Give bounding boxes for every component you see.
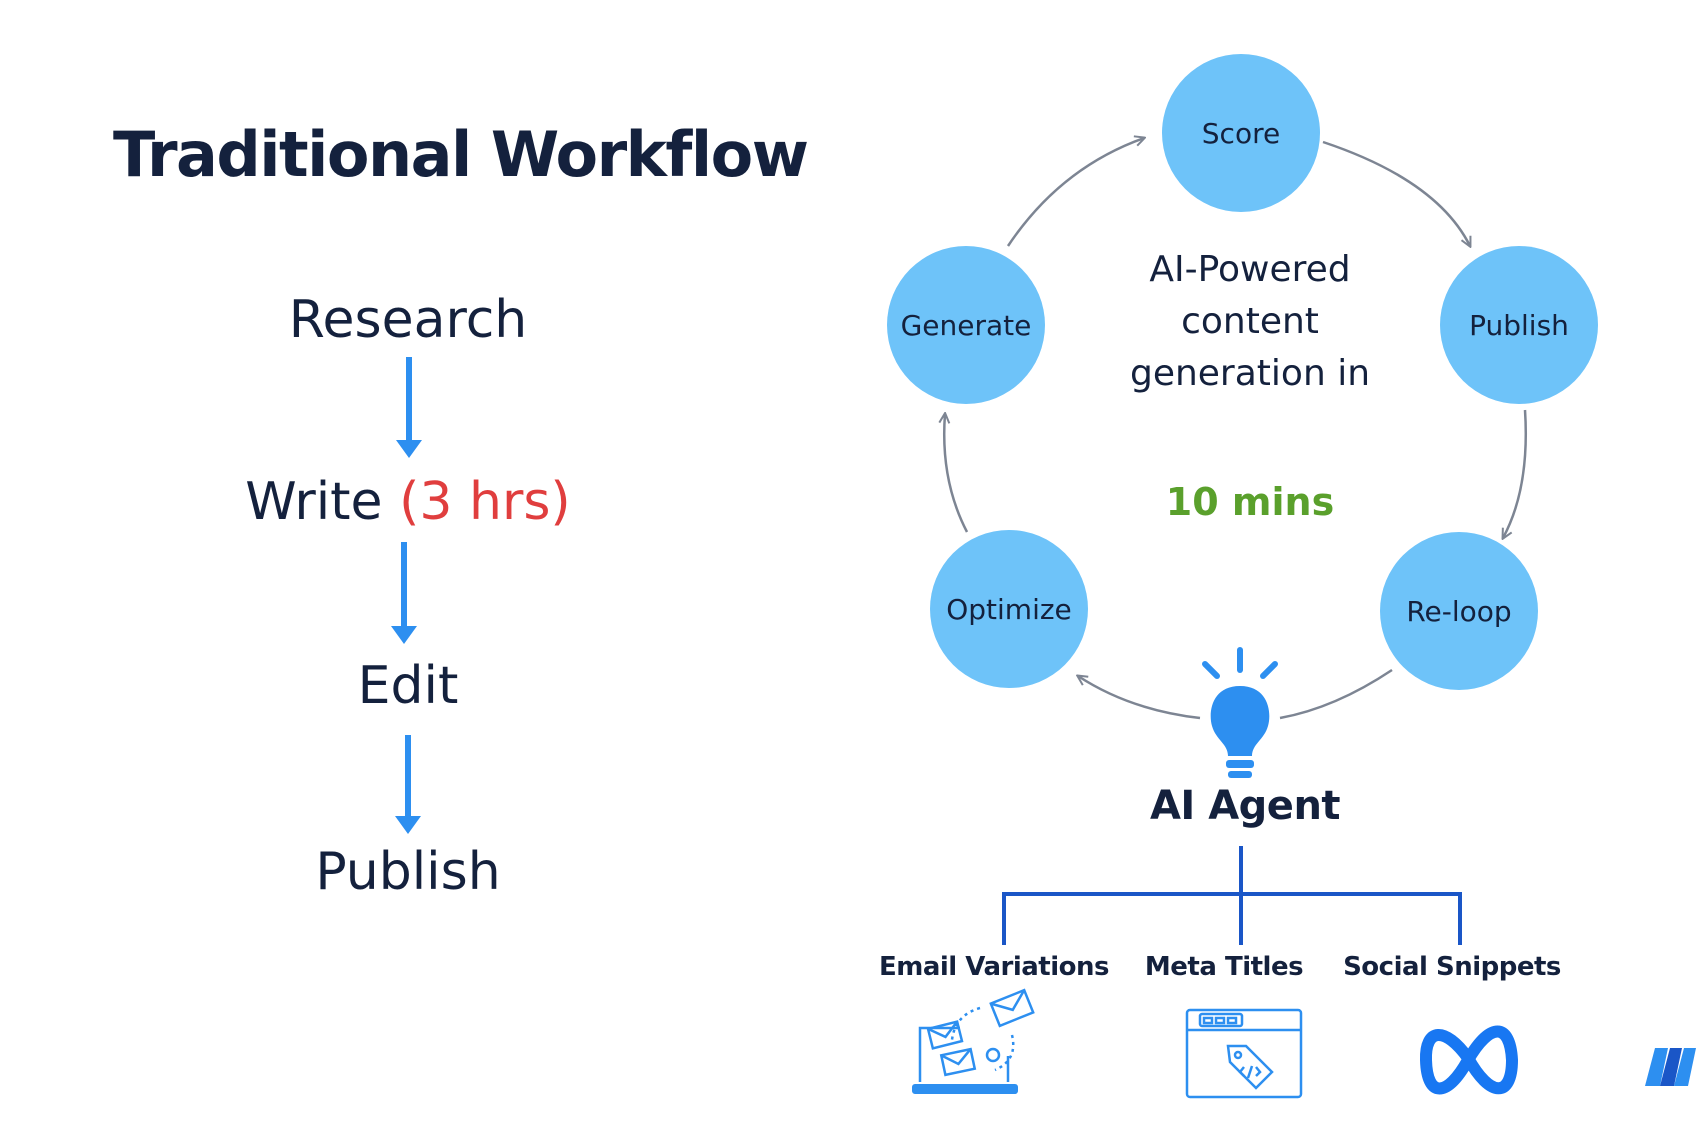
node-label: Optimize	[946, 592, 1072, 626]
cycle-node-generate: Generate	[887, 246, 1045, 404]
step-label: Publish	[315, 842, 501, 902]
cycle-arrow	[1322, 140, 1470, 246]
lightbulb-icon	[1202, 647, 1278, 778]
arrow-down-icon	[391, 542, 417, 644]
cycle-arrow	[1503, 409, 1528, 538]
email-laptop-icon	[912, 988, 1035, 1094]
node-label: Publish	[1469, 308, 1569, 342]
cycle-arrow	[1078, 676, 1201, 720]
cycle-arrow	[1006, 138, 1144, 247]
meta-logo-icon	[1419, 1025, 1518, 1095]
step-write: Write (3 hrs)	[198, 476, 618, 528]
cycle-arrow	[944, 414, 969, 533]
step-time: (3 hrs)	[399, 472, 571, 532]
node-label: Generate	[900, 308, 1032, 342]
step-label: Write	[245, 472, 383, 532]
cycle-center-highlight: 10 mins	[1165, 480, 1335, 524]
browser-tag-icon	[1185, 1008, 1303, 1099]
cycle-node-score: Score	[1162, 54, 1320, 212]
step-research: Research	[198, 294, 618, 346]
node-label: Score	[1201, 116, 1281, 150]
page-title: Traditional Workflow	[113, 118, 809, 191]
arrow-down-icon	[395, 735, 421, 834]
arrow-down-icon	[396, 357, 422, 458]
output-meta-titles: Meta Titles	[1144, 952, 1304, 982]
step-publish: Publish	[198, 846, 618, 898]
agent-tree	[1002, 846, 1462, 945]
step-edit: Edit	[198, 660, 618, 712]
output-email-variations: Email Variations	[879, 952, 1110, 982]
step-label: Edit	[357, 656, 459, 716]
cycle-arrow	[1279, 668, 1393, 720]
agent-label: AI Agent	[1149, 783, 1341, 829]
cycle-node-publish: Publish	[1440, 246, 1598, 404]
brand-logo-icon	[1645, 1048, 1696, 1086]
output-social-snippets: Social Snippets	[1343, 952, 1561, 982]
node-label: Re-loop	[1406, 594, 1512, 628]
step-label: Research	[288, 290, 528, 350]
cycle-node-re-loop: Re-loop	[1380, 532, 1538, 690]
cycle-node-optimize: Optimize	[930, 530, 1088, 688]
cycle-center-text: AI-Powered content generation in	[1129, 249, 1371, 394]
